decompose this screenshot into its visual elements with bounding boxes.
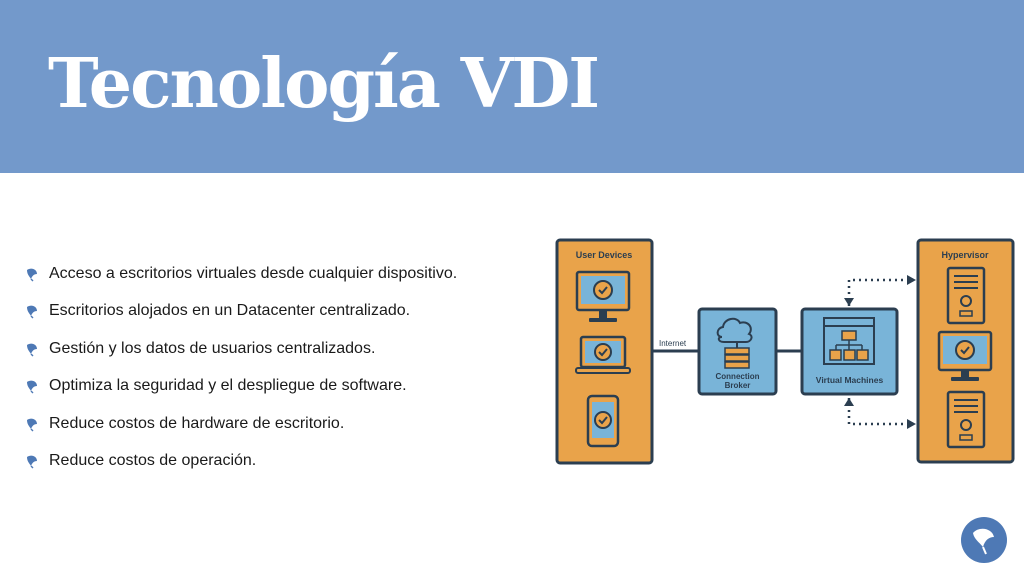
page-title: Tecnología VDI (48, 44, 600, 124)
bullet-text: Reduce costos de operación. (49, 452, 257, 470)
list-item: Escritorios alojados en un Datacenter ce… (24, 293, 457, 331)
header-banner: Tecnología VDI (0, 0, 1024, 173)
smartphone-icon (586, 394, 620, 448)
vdi-architecture-diagram: Internet User Devices (555, 238, 916, 465)
laptop-icon (575, 335, 631, 374)
connection-broker-box: Connection Broker (697, 307, 778, 396)
list-item: Reduce costos de operación. (24, 443, 457, 481)
broker-label-line1: Connection (716, 372, 760, 381)
ginkgo-leaf-icon (27, 380, 37, 394)
server-tower-icon (946, 266, 986, 325)
desktop-monitor-icon (575, 270, 631, 322)
network-window-icon (823, 317, 875, 365)
bullet-text: Optimiza la seguridad y el despliegue de… (49, 377, 407, 395)
hypervisor-label: Hypervisor (941, 250, 989, 260)
hypervisor-link-top (844, 275, 916, 306)
server-tower-icon (946, 390, 986, 449)
list-item: Reduce costos de hardware de escritorio. (24, 405, 457, 443)
broker-label-line2: Broker (725, 381, 751, 390)
ginkgo-leaf-icon (27, 455, 37, 469)
bullet-text: Reduce costos de hardware de escritorio. (49, 414, 345, 432)
list-item: Acceso a escritorios virtuales desde cua… (24, 255, 457, 293)
bullet-text: Acceso a escritorios virtuales desde cua… (49, 264, 458, 282)
desktop-monitor-icon (937, 330, 993, 381)
cloud-server-icon (716, 317, 753, 369)
ginkgo-leaf-icon (27, 305, 37, 319)
ginkgo-leaf-icon (27, 418, 37, 432)
hypervisor-link-bottom (844, 398, 916, 429)
bullet-text: Escritorios alojados en un Datacenter ce… (49, 302, 411, 320)
list-item: Gestión y los datos de usuarios centrali… (24, 330, 457, 368)
bullet-list: Acceso a escritorios virtuales desde cua… (24, 255, 457, 480)
ginkgo-leaf-icon (27, 268, 37, 282)
ginkgo-logo-icon (961, 517, 1007, 563)
ginkgo-leaf-icon (27, 343, 37, 357)
user-devices-label: User Devices (576, 250, 633, 260)
user-devices-panel: User Devices (555, 238, 654, 465)
virtual-machines-box: Virtual Machines (800, 307, 899, 396)
list-item: Optimiza la seguridad y el despliegue de… (24, 368, 457, 406)
vm-label: Virtual Machines (816, 375, 884, 385)
internet-label: Internet (659, 339, 687, 348)
hypervisor-diagram: Hypervisor (916, 238, 1015, 464)
bullet-text: Gestión y los datos de usuarios centrali… (49, 339, 376, 357)
